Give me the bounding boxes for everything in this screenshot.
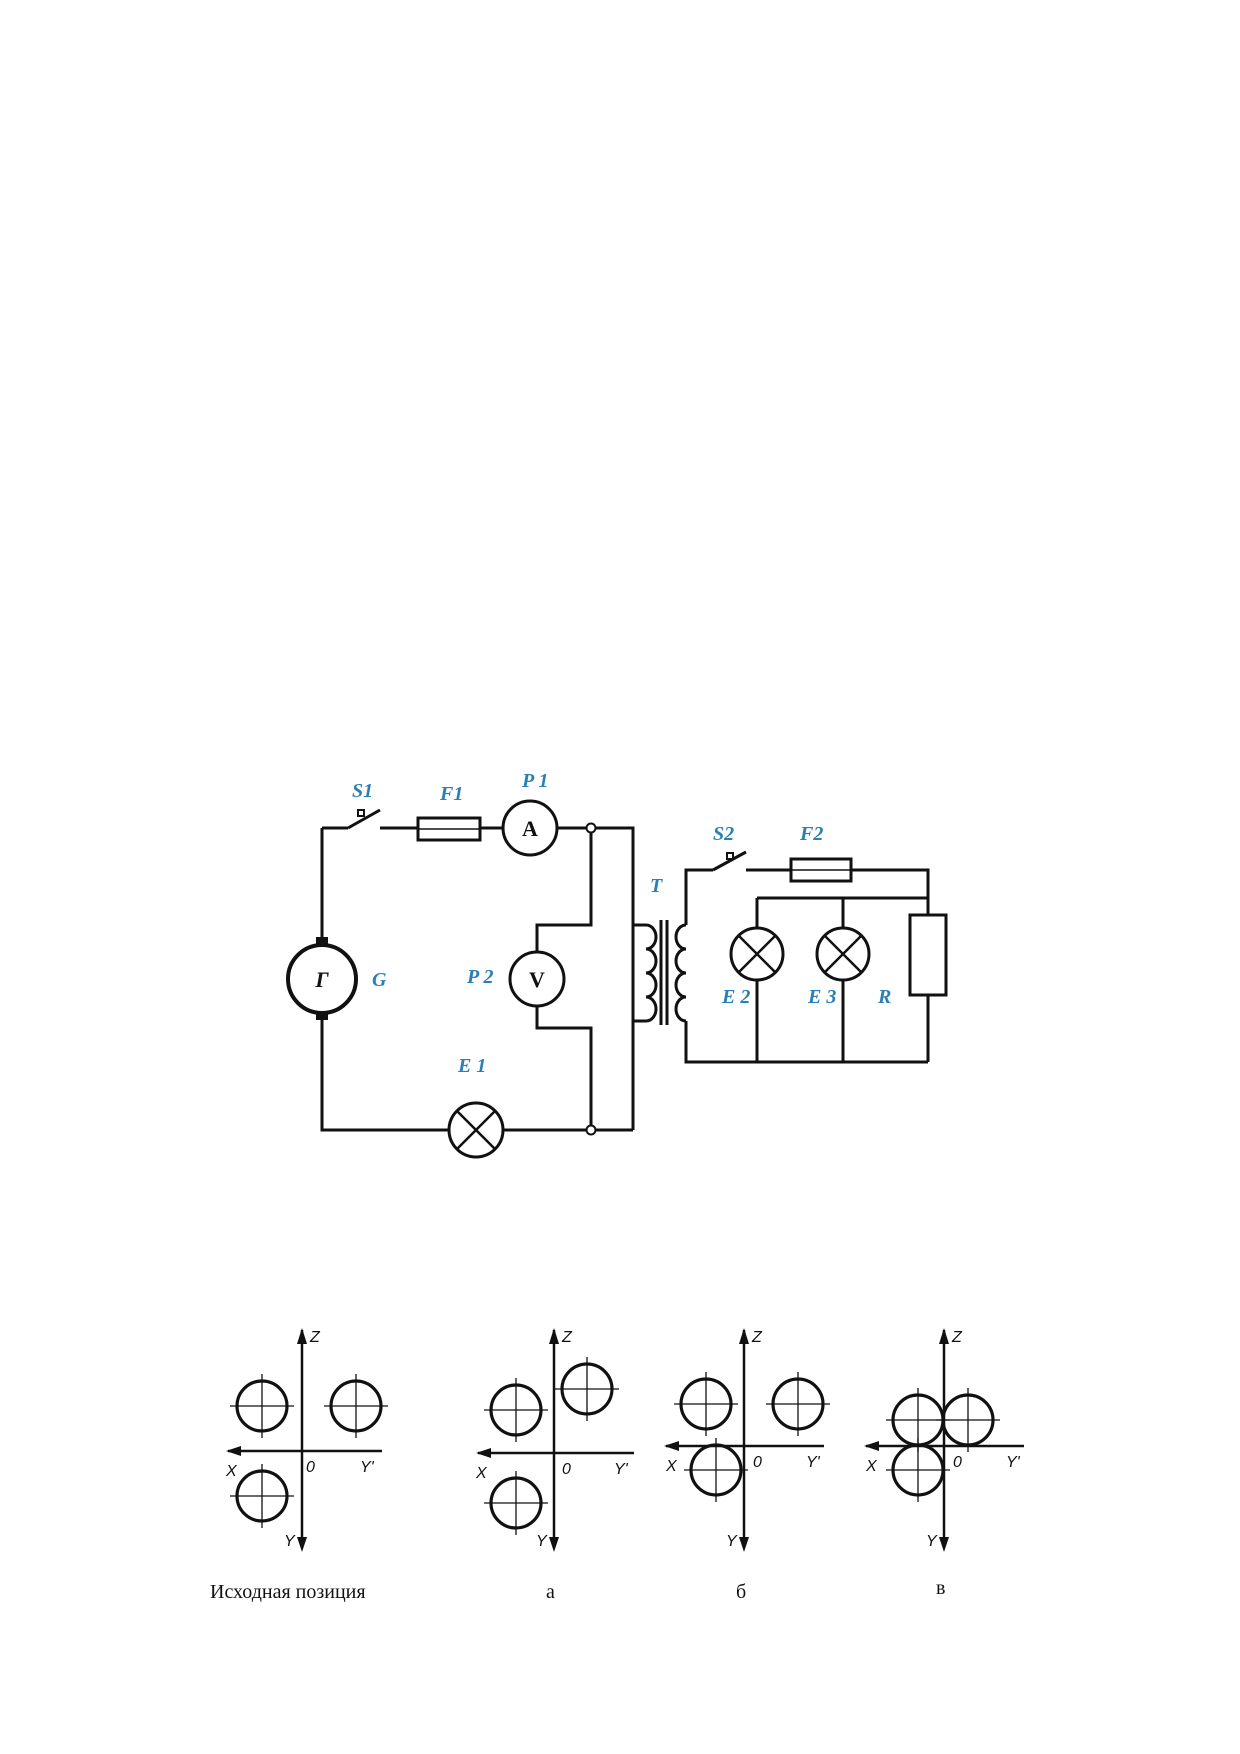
panel-caption: б: [736, 1581, 746, 1603]
voltmeter-p2: V: [508, 950, 566, 1008]
label-f2: F2: [799, 823, 823, 845]
ammeter-p1: A: [501, 799, 559, 857]
label-p2: P 2: [466, 966, 493, 988]
part-circle: [324, 1374, 388, 1438]
wire-secondary-bottom: [684, 1021, 928, 1064]
part-circle: [674, 1372, 738, 1436]
part-circle: [230, 1374, 294, 1438]
axis-label-y-prime: Y': [806, 1454, 821, 1471]
axis-label-x: X: [665, 1458, 678, 1475]
panel-caption: Исходная позиция: [210, 1581, 366, 1603]
coordinate-axes: Z X 0 Y' Y: [864, 1328, 1024, 1552]
panel-caption: в: [936, 1577, 945, 1599]
generator-symbol: Г: [314, 967, 329, 992]
part-circle: [886, 1438, 950, 1502]
wire-left-lower: [320, 1013, 448, 1132]
label-e3: E 3: [807, 986, 836, 1008]
axis-label-origin: 0: [306, 1459, 315, 1476]
axis-label-origin: 0: [753, 1454, 762, 1471]
axis-label-origin: 0: [562, 1461, 571, 1478]
label-e2: E 2: [721, 986, 750, 1008]
part-circle: [936, 1388, 1000, 1452]
part-circle: [766, 1372, 830, 1436]
fuse-f2: [789, 857, 853, 883]
label-g: G: [372, 969, 387, 991]
part-circle: [555, 1357, 619, 1421]
axis-label-y: Y: [926, 1533, 938, 1550]
axis-label-x: X: [475, 1465, 488, 1482]
panel-v: Z X 0 Y' Y в: [864, 1328, 1024, 1599]
wire-p1-to-node: [557, 826, 635, 1130]
position-diagrams: Z X 0 Y' Y Исходная позиция: [210, 1328, 1024, 1603]
junction-top: [585, 822, 597, 834]
axis-label-x: X: [225, 1463, 238, 1480]
axis-label-z: Z: [751, 1329, 763, 1346]
label-r: R: [877, 986, 891, 1008]
axis-label-z: Z: [951, 1329, 963, 1346]
label-s1: S1: [352, 780, 373, 802]
circuit-diagram: A V Г: [286, 770, 948, 1159]
axis-label-z: Z: [309, 1329, 321, 1346]
label-e1: E 1: [457, 1055, 486, 1077]
lamp-e2: [729, 926, 785, 982]
junction-bottom: [585, 1124, 597, 1136]
axis-label-y-prime: Y': [1006, 1454, 1021, 1471]
resistor-r: [908, 913, 948, 997]
panel-initial: Z X 0 Y' Y Исходная позиция: [210, 1328, 388, 1603]
label-t: T: [650, 875, 663, 897]
voltmeter-symbol: V: [529, 967, 545, 992]
label-p1: P 1: [521, 770, 548, 792]
wire-voltmeter-branch: [535, 828, 593, 953]
lamp-e1: [447, 1101, 505, 1159]
wire-secondary-left: [684, 868, 713, 925]
transformer-t: [633, 920, 687, 1025]
panel-caption: а: [546, 1581, 555, 1603]
axis-label-origin: 0: [953, 1454, 962, 1471]
axis-label-x: X: [865, 1458, 878, 1475]
part-circle: [484, 1471, 548, 1535]
panel-a: Z X 0 Y' Y а: [475, 1328, 634, 1603]
axis-label-y: Y: [536, 1533, 548, 1550]
axis-label-y: Y: [726, 1533, 738, 1550]
wire-f2-to-right: [851, 868, 930, 915]
label-s2: S2: [713, 823, 734, 845]
switch-s1: [347, 808, 381, 830]
coordinate-axes: Z X 0 Y' Y: [225, 1328, 382, 1552]
wire-voltmeter-branch-lower: [535, 1005, 593, 1130]
part-circle: [230, 1464, 294, 1528]
lamp-e3: [815, 926, 871, 982]
ammeter-symbol: A: [522, 816, 538, 841]
label-f1: F1: [439, 783, 463, 805]
switch-s2: [712, 850, 747, 872]
coordinate-axes: Z X 0 Y' Y: [475, 1328, 634, 1552]
axis-label-y: Y: [284, 1533, 296, 1550]
part-circle: [684, 1438, 748, 1502]
axis-label-y-prime: Y': [360, 1459, 375, 1476]
panel-b: Z X 0 Y' Y б: [664, 1328, 830, 1603]
generator-g: Г: [286, 937, 358, 1020]
part-circle: [484, 1378, 548, 1442]
axis-label-z: Z: [561, 1329, 573, 1346]
coordinate-axes: Z X 0 Y' Y: [664, 1328, 824, 1552]
axis-label-y-prime: Y': [614, 1461, 629, 1478]
fuse-f1: [416, 816, 482, 842]
